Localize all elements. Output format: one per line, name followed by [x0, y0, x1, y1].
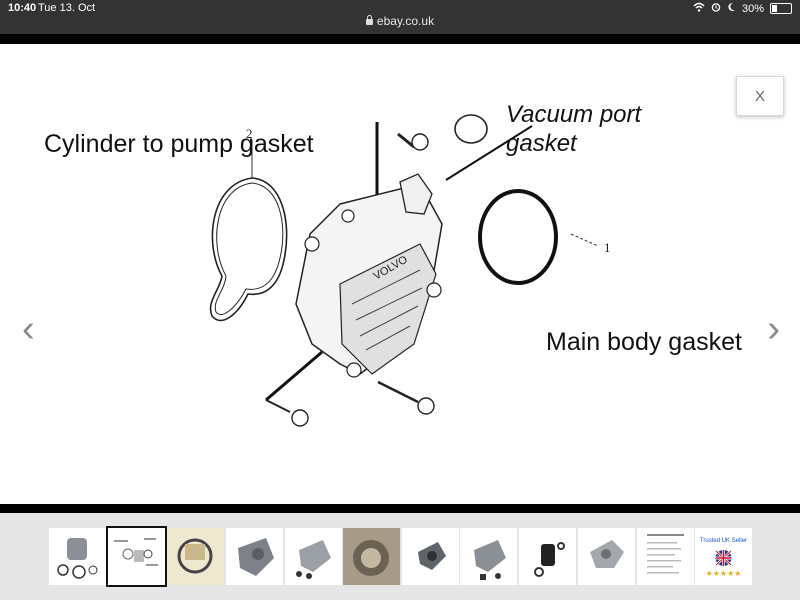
- trusted-seller-text: Trusted UK Seller: [699, 538, 748, 544]
- thumbnail-2[interactable]: [106, 526, 167, 587]
- battery-percent: 30%: [741, 2, 764, 15]
- star-rating: ★★★★★: [705, 569, 742, 578]
- status-time: 10:40: [8, 2, 37, 14]
- thumbnail-7[interactable]: [402, 528, 459, 585]
- thumbnail-3[interactable]: [167, 528, 224, 585]
- lock-icon: [365, 15, 373, 25]
- moon-icon: [727, 2, 736, 15]
- vacuum-pump-diagram: VOLVO 2 1: [209, 114, 611, 427]
- thumbnail-10[interactable]: [578, 528, 635, 585]
- callout-2: 2: [246, 126, 253, 141]
- status-bar: 10:40 Tue 13. Oct 30% ebay.co.uk: [0, 0, 800, 34]
- battery-icon: [770, 3, 792, 14]
- callout-1: 1: [604, 240, 611, 255]
- status-indicators: 30%: [693, 2, 792, 15]
- thumbnail-12[interactable]: Trusted UK Seller ★★★★★: [695, 528, 752, 585]
- thumbnail-1[interactable]: [49, 528, 106, 585]
- alarm-icon: [711, 2, 721, 15]
- thumbnail-4[interactable]: [226, 528, 283, 585]
- chevron-left-icon[interactable]: ‹: [22, 308, 35, 350]
- close-button[interactable]: X: [736, 76, 784, 116]
- image-viewer: VOLVO 2 1 Cylinder to pump gasket Vacuum…: [0, 44, 800, 504]
- chevron-right-icon[interactable]: ›: [767, 308, 780, 350]
- thumbnail-6[interactable]: [343, 528, 400, 585]
- address-bar[interactable]: ebay.co.uk: [0, 14, 800, 28]
- url-text: ebay.co.uk: [376, 14, 435, 28]
- thumbnail-9[interactable]: [519, 528, 576, 585]
- label-main-body-gasket: Main body gasket: [546, 328, 742, 356]
- wifi-icon: [693, 2, 705, 15]
- label-vacuum-port-gasket: Vacuum port gasket: [506, 100, 641, 158]
- label-vacuum-line1: Vacuum port: [506, 101, 642, 128]
- thumbnail-8[interactable]: [460, 528, 517, 585]
- status-date: Tue 13. Oct: [38, 2, 96, 14]
- thumbnail-5[interactable]: [285, 528, 342, 585]
- label-vacuum-line2: gasket: [506, 130, 577, 157]
- label-cylinder-gasket: Cylinder to pump gasket: [44, 130, 314, 158]
- uk-flag-icon: [715, 550, 732, 566]
- thumbnail-11[interactable]: [637, 528, 694, 585]
